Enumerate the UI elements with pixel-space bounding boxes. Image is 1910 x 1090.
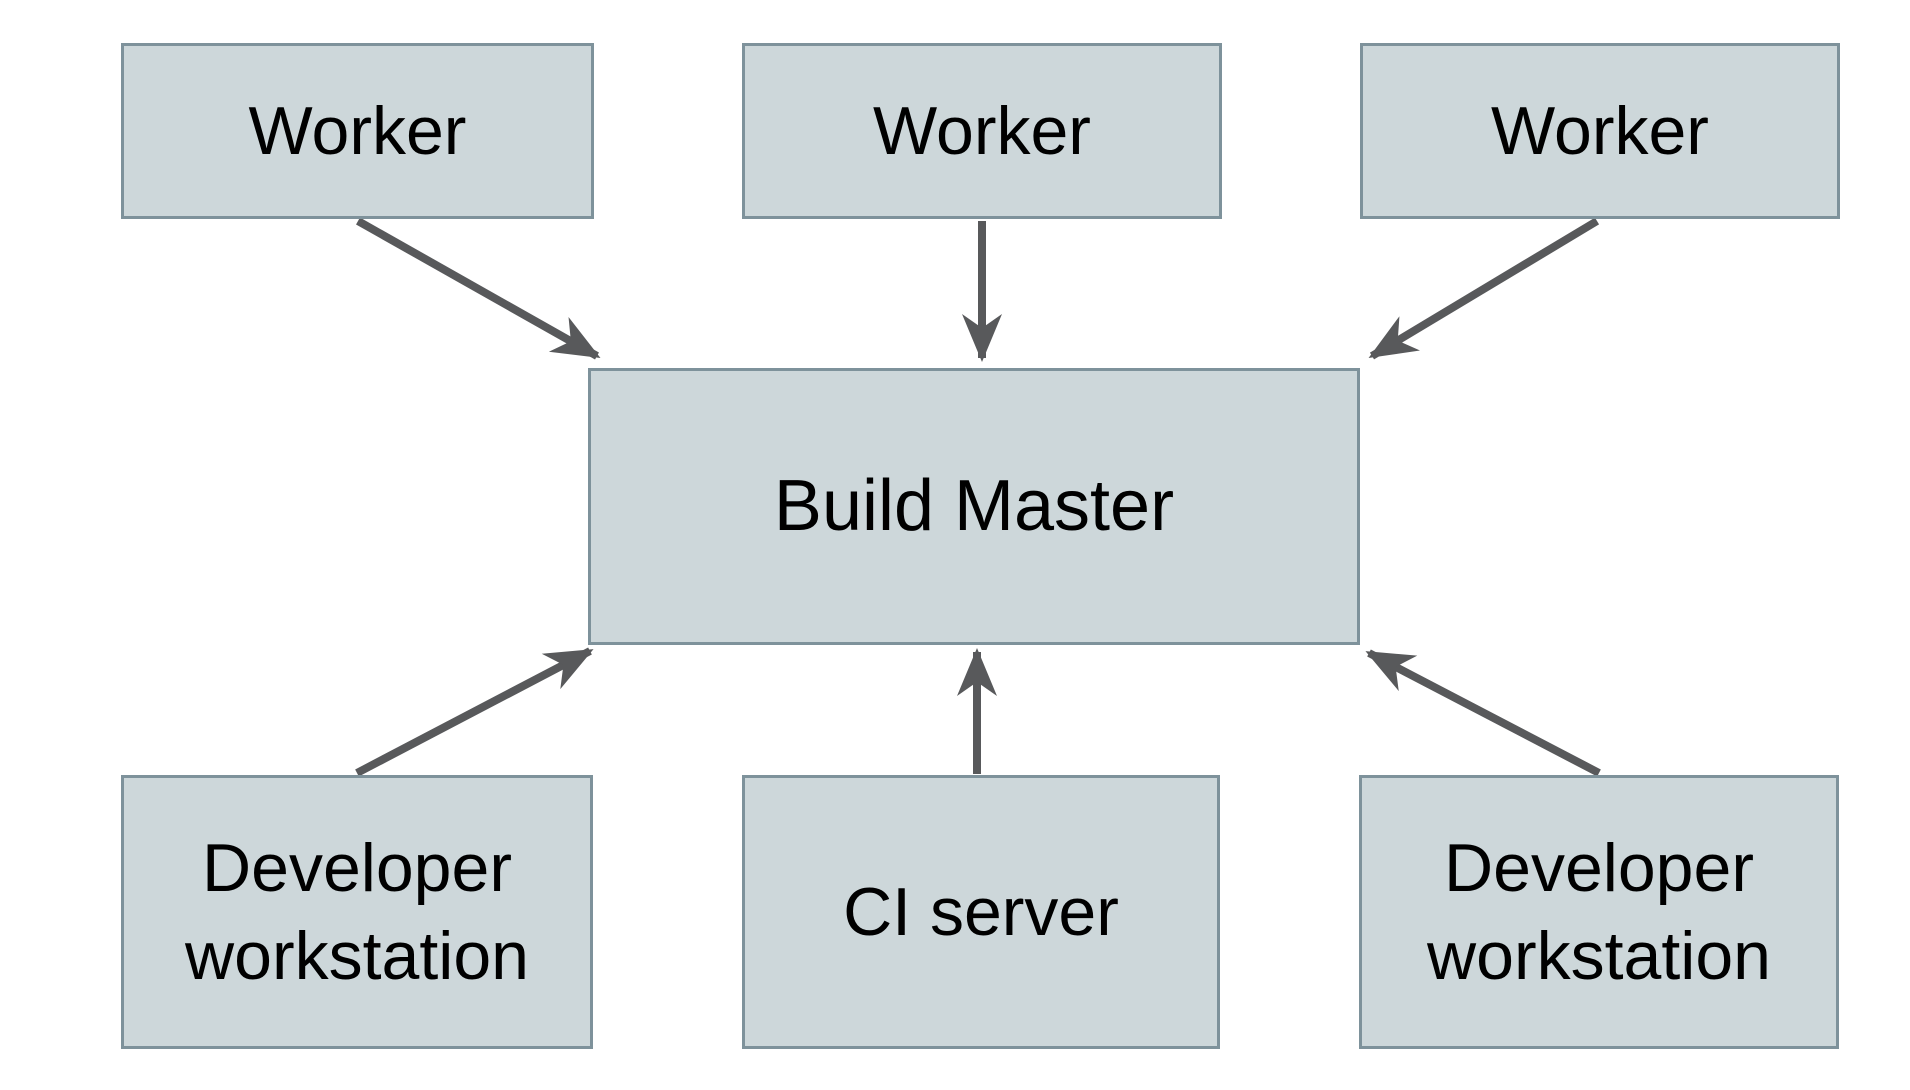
node-developer-workstation-right-label: Developer workstation [1427,829,1771,994]
arrow-worker-1-to-build-master [356,217,601,360]
node-developer-workstation-left: Developer workstation [121,775,593,1049]
arrow-dev-right-to-build-master [1365,649,1601,777]
node-worker-3: Worker [1360,43,1840,219]
arrow-dev-left-to-build-master [355,647,594,777]
node-worker-2: Worker [742,43,1222,219]
node-worker-1-label: Worker [248,92,467,169]
node-ci-server: CI server [742,775,1220,1049]
node-build-master: Build Master [588,368,1360,645]
node-ci-server-label: CI server [843,873,1119,950]
node-build-master-label: Build Master [773,465,1175,546]
node-worker-1: Worker [121,43,594,219]
node-worker-2-label: Worker [873,92,1091,169]
node-developer-workstation-left-label: Developer workstation [185,829,529,994]
node-worker-3-label: Worker [1491,92,1709,169]
node-developer-workstation-right: Developer workstation [1359,775,1839,1049]
arrow-worker-3-to-build-master [1368,217,1600,360]
